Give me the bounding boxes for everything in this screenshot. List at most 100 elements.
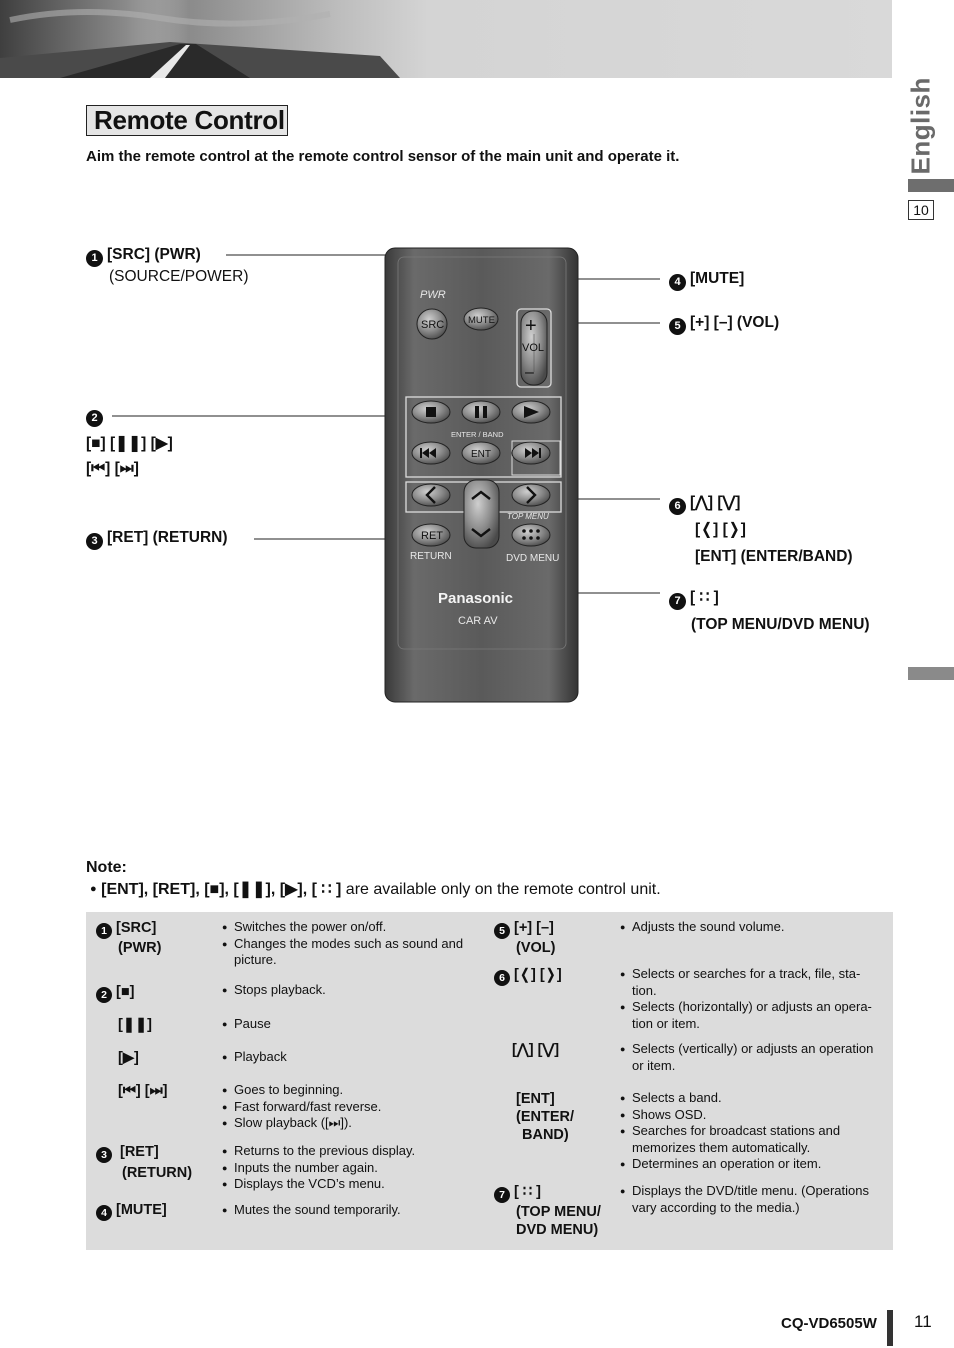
callout-label: [RET] (RETURN)	[107, 529, 228, 546]
row-description: Stops playback.	[222, 982, 472, 999]
callout-line: [⏮] [⏭]	[86, 460, 139, 477]
table-row-src: 1[SRC] (PWR)	[96, 919, 162, 957]
row-key: [+] [–]	[514, 920, 554, 936]
row-description: Mutes the sound temporarily.	[222, 1202, 472, 1219]
row-description: Selects (vertically) or adjusts an opera…	[620, 1041, 878, 1074]
desc-item: Inputs the number again.	[222, 1160, 472, 1177]
mute-button-label: MUTE	[468, 315, 495, 326]
callout-3: 3[RET] (RETURN)	[86, 528, 228, 550]
callout-4: 4[MUTE]	[669, 269, 744, 291]
vol-minus-label: –	[525, 364, 534, 381]
callout-number: 1	[86, 250, 103, 267]
table-row-play: [▶]	[118, 1049, 139, 1067]
model-number: CQ-VD6505W	[781, 1315, 877, 1332]
desc-item: Selects (vertically) or adjusts an opera…	[620, 1041, 878, 1074]
row-key: [SRC]	[116, 920, 157, 936]
note-text: ● [ENT], [RET], [■], [❚❚], [▶], [ ∷ ] ar…	[90, 879, 661, 899]
callout-6: 6[⋀] [⋁] [❬] [❭] [ENT] (ENTER/BAND)	[669, 489, 853, 570]
note-keys: [ENT], [RET], [■], [❚❚], [▶], [ ∷ ]	[101, 881, 342, 898]
callout-number: 3	[86, 533, 103, 550]
note-body: are available only on the remote control…	[341, 881, 661, 898]
row-number: 3	[96, 1147, 112, 1163]
table-row-vol: 5[+] [–] (VOL)	[494, 919, 555, 957]
vol-plus-label: +	[525, 315, 537, 337]
row-key-sub: (ENTER/	[516, 1109, 574, 1125]
table-row-up-down: [⋀] [⋁]	[512, 1041, 559, 1059]
road-photo	[0, 0, 420, 78]
desc-item: Stops playback.	[222, 982, 472, 999]
desc-item: Selects or searches for a track, file, s…	[620, 966, 878, 999]
row-key: [ENT]	[516, 1091, 555, 1107]
page-title: Remote Control	[86, 105, 288, 136]
row-key-sub: BAND)	[522, 1127, 569, 1143]
pwr-label: PWR	[420, 289, 446, 301]
row-number: 5	[494, 923, 510, 939]
row-number: 6	[494, 970, 510, 986]
desc-item: Selects a band.	[620, 1090, 878, 1107]
table-row-mute: 4[MUTE]	[96, 1201, 167, 1221]
row-description: Selects a band. Shows OSD. Searches for …	[620, 1090, 878, 1173]
callout-sub: (SOURCE/POWER)	[109, 268, 249, 285]
return-label: RETURN	[410, 551, 452, 562]
desc-item: Changes the modes such as sound and pict…	[222, 936, 472, 969]
callout-number: 6	[669, 498, 686, 515]
callout-7: 7[ ∷ ] (TOP MENU/DVD MENU)	[669, 584, 870, 638]
desc-item: Pause	[222, 1016, 472, 1033]
desc-item: Determines an operation or item.	[620, 1156, 878, 1173]
row-key-sub: (VOL)	[516, 940, 556, 956]
callout-number: 5	[669, 318, 686, 335]
callout-line: [❬] [❭]	[695, 521, 746, 538]
header-banner	[0, 0, 892, 78]
callout-number: 7	[669, 593, 686, 610]
desc-item: Fast forward/fast reverse.	[222, 1099, 472, 1116]
row-key: [ ∷ ]	[514, 1184, 541, 1200]
table-row-left-right: 6[❬] [❭]	[494, 966, 562, 986]
callout-label: [MUTE]	[690, 270, 745, 287]
row-key: [❬] [❭]	[514, 967, 562, 983]
table-row-pause: [❚❚]	[118, 1016, 152, 1034]
intro-text: Aim the remote control at the remote con…	[86, 148, 680, 165]
table-row-skip: [⏮] [⏭]	[118, 1082, 167, 1100]
side-bar	[908, 179, 954, 192]
page-number: 11	[914, 1312, 932, 1331]
row-number: 7	[494, 1187, 510, 1203]
bullet-icon: ●	[90, 883, 97, 895]
row-number: 1	[96, 923, 112, 939]
callout-line: [■] [❚❚] [▶]	[86, 435, 173, 452]
row-number: 2	[96, 987, 112, 1003]
dvd-menu-label: DVD MENU	[506, 553, 559, 564]
row-description: Goes to beginning. Fast forward/fast rev…	[222, 1082, 472, 1132]
row-description: Returns to the previous display. Inputs …	[222, 1143, 472, 1193]
callout-line: [ ∷ ]	[690, 589, 719, 606]
desc-item: Returns to the previous display.	[222, 1143, 472, 1160]
callout-label: [SRC] (PWR)	[107, 246, 201, 263]
brand-logo: Panasonic	[438, 590, 513, 607]
callout-2: 2 [■] [❚❚] [▶] [⏮] [⏭]	[86, 405, 173, 479]
row-key: [❚❚]	[118, 1017, 152, 1033]
table-row-ret: 3[RET] (RETURN)	[96, 1142, 192, 1183]
footer-divider	[887, 1310, 893, 1346]
row-number: 4	[96, 1205, 112, 1221]
row-key: [⏮] [⏭]	[118, 1083, 168, 1099]
row-description: Displays the DVD/title menu. (Operations…	[620, 1183, 878, 1216]
desc-item: Switches the power on/off.	[222, 919, 472, 936]
top-menu-label: TOP MENU	[507, 512, 549, 521]
desc-item: Goes to beginning.	[222, 1082, 472, 1099]
ent-button-label: ENT	[471, 449, 491, 460]
ret-button-label: RET	[421, 530, 443, 542]
row-description: Switches the power on/off. Changes the m…	[222, 919, 472, 969]
callout-line: [⋀] [⋁]	[690, 494, 741, 511]
row-description: Playback	[222, 1049, 472, 1066]
section-number: 10	[908, 200, 934, 220]
callout-1: 1[SRC] (PWR) (SOURCE/POWER)	[86, 245, 249, 287]
row-key-sub: (RETURN)	[122, 1165, 193, 1181]
row-description: Pause	[222, 1016, 472, 1033]
vol-label: VOL	[522, 342, 544, 354]
desc-item: Displays the VCD’s menu.	[222, 1176, 472, 1193]
table-row-ent: [ENT] (ENTER/ BAND)	[516, 1090, 574, 1144]
callout-label: [+] [–] (VOL)	[690, 314, 780, 331]
table-row-menu: 7[ ∷ ] (TOP MENU/ DVD MENU)	[494, 1183, 601, 1239]
callout-line: (TOP MENU/DVD MENU)	[691, 616, 870, 633]
row-description: Selects or searches for a track, file, s…	[620, 966, 878, 1032]
row-key: [■]	[116, 984, 135, 1000]
